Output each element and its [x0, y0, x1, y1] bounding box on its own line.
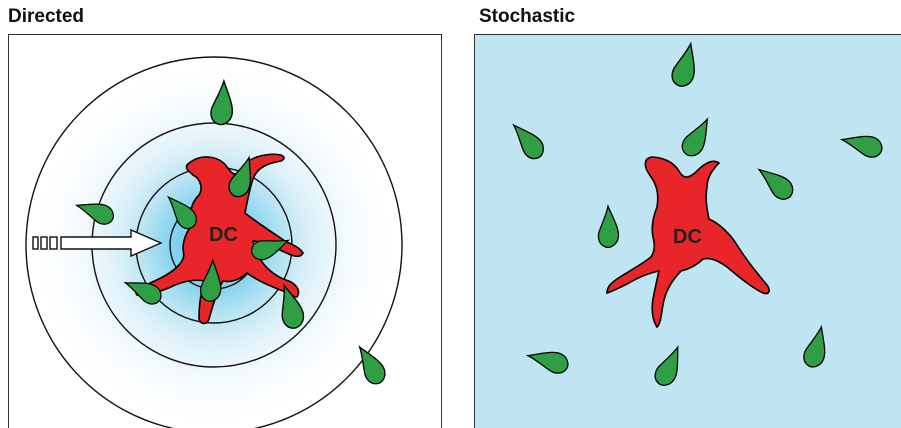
stochastic-panel: DC — [474, 34, 901, 428]
dc-label: DC — [209, 224, 238, 246]
stochastic-diagram: DC — [475, 35, 901, 428]
directed-panel: DC — [8, 34, 442, 428]
title-stochastic: Stochastic — [479, 6, 575, 28]
title-directed: Directed — [8, 6, 84, 28]
directed-diagram: DC — [9, 35, 442, 428]
dc-label: DC — [673, 226, 702, 248]
